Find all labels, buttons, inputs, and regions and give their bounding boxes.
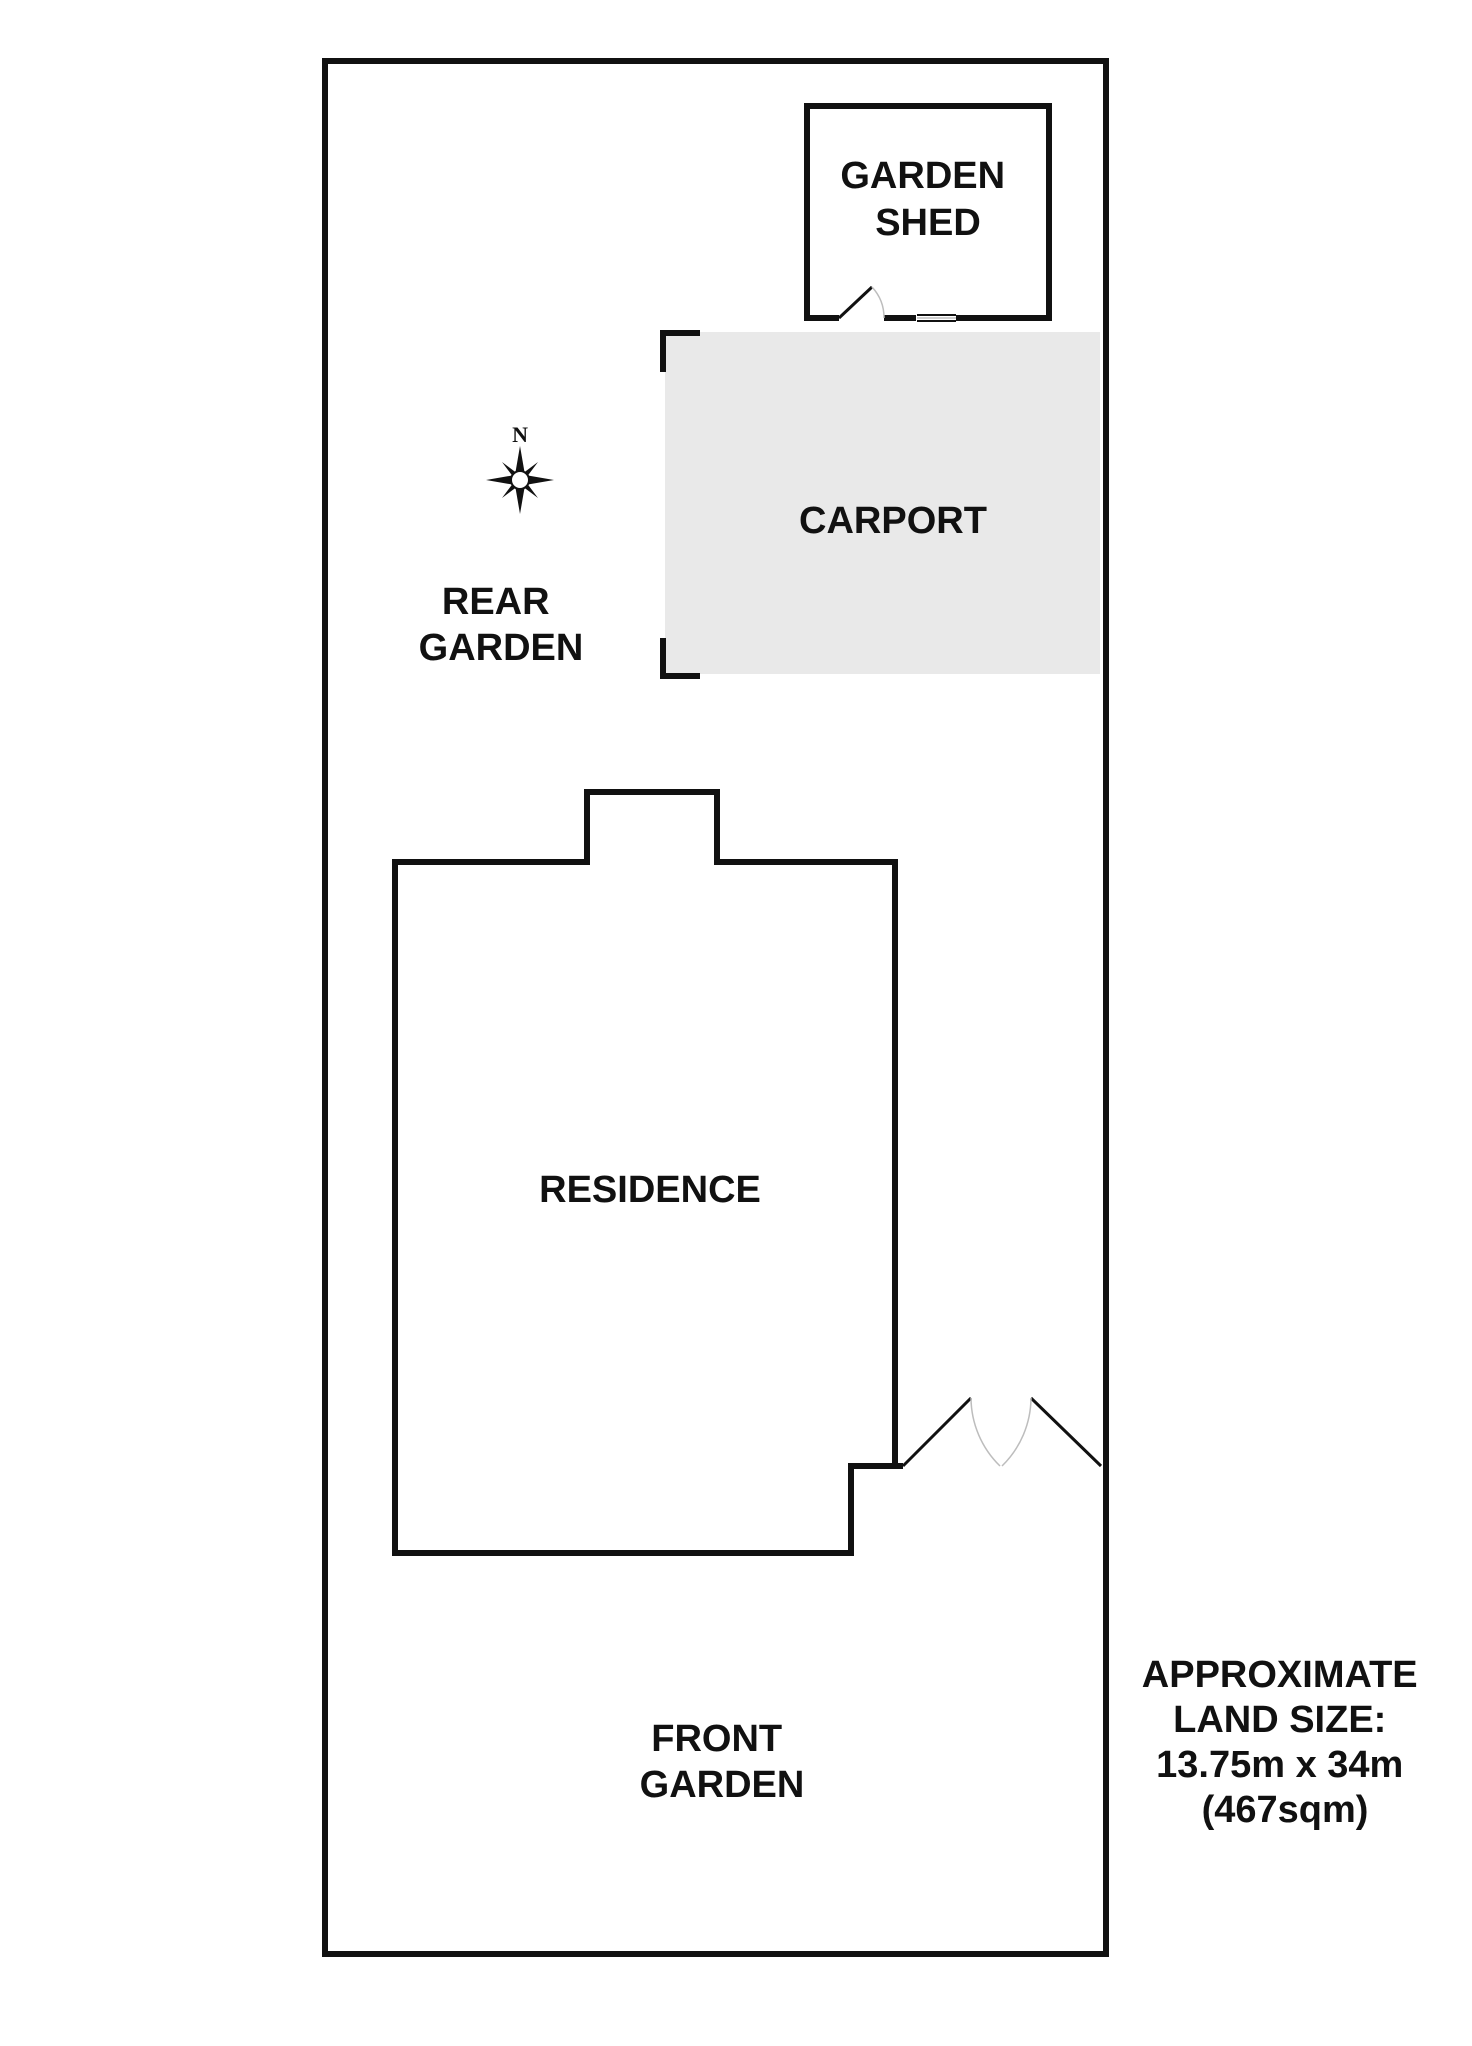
shed-door	[837, 285, 885, 320]
carport-area	[665, 332, 1100, 674]
front-garden-label-line-1: FRONT	[651, 1718, 782, 1760]
land-size-line-4: (467sqm)	[1202, 1789, 1369, 1831]
carport-label: CARPORT	[799, 500, 987, 542]
garden-shed-outline	[804, 103, 1052, 321]
garden-shed-label: GARDEN SHED	[840, 155, 1015, 244]
shed-window	[917, 314, 956, 322]
garden-shed-label-line-1: GARDEN	[840, 155, 1005, 197]
rear-garden-label: REAR GARDEN	[419, 581, 584, 669]
land-size-line-3: 13.75m x 34m	[1156, 1744, 1403, 1786]
compass-rose-icon: N	[486, 422, 554, 514]
property-boundary	[322, 58, 1109, 1957]
carport-bracket-bottom	[660, 638, 700, 679]
rear-garden-label-line-2: GARDEN	[419, 627, 584, 669]
residence-label: RESIDENCE	[539, 1169, 761, 1211]
front-gate	[895, 1396, 1103, 1469]
garden-shed-label-line-2: SHED	[875, 202, 981, 244]
rear-garden-label-line-1: REAR	[442, 581, 550, 623]
land-size-line-1: APPROXIMATE	[1142, 1654, 1418, 1696]
compass-north-label: N	[512, 422, 528, 447]
land-size-note: APPROXIMATE LAND SIZE: 13.75m x 34m (467…	[1142, 1654, 1428, 1831]
residence-walls	[392, 789, 898, 1556]
front-garden-label-line-2: GARDEN	[640, 1764, 805, 1806]
land-size-line-2: LAND SIZE:	[1173, 1699, 1386, 1741]
front-garden-label: FRONT GARDEN	[640, 1718, 805, 1806]
carport-bracket-top	[660, 330, 700, 372]
